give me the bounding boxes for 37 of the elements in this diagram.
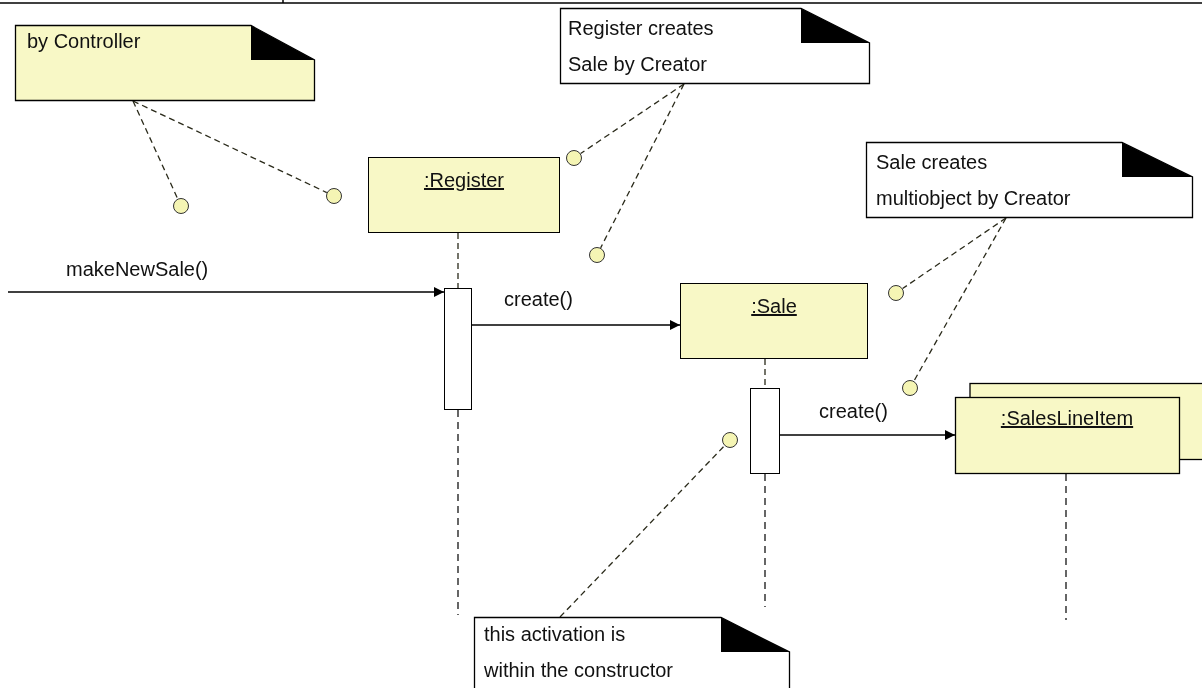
message-arrow (7, 287, 445, 297)
note (15, 25, 315, 101)
anchor-circle (326, 188, 342, 204)
note-text: this activation is within the constructor (484, 622, 674, 683)
leader-line (913, 217, 1007, 382)
leader-line (580, 83, 685, 155)
lifeline (457, 232, 459, 289)
anchor-circle (888, 285, 904, 301)
object-name: :SalesLineItem (999, 406, 1135, 431)
message-arrow (779, 430, 956, 440)
anchor-circle (722, 432, 738, 448)
object-name: :Register (423, 168, 505, 193)
anchor-circle (589, 247, 605, 263)
activation-bar (444, 288, 472, 410)
note-text: Sale creates multiobject by Creator (876, 150, 1072, 211)
note-text: by Controller (27, 29, 142, 54)
note (560, 8, 870, 84)
message-label: makeNewSale() (65, 258, 210, 280)
note (866, 142, 1193, 218)
message-label: create() (503, 288, 574, 310)
leader-line (132, 100, 328, 194)
object-name: :Sale (750, 294, 798, 319)
activation-bar (750, 388, 780, 474)
anchor-circle (173, 198, 189, 214)
leader-line (901, 217, 1007, 290)
multiobject-box (955, 383, 1202, 474)
object-box (368, 157, 560, 233)
anchor-circle (566, 150, 582, 166)
anchor-circle (902, 380, 918, 396)
note-text: Register creates Sale by Creator (568, 16, 715, 77)
message-label: create() (818, 400, 889, 422)
note (474, 617, 790, 688)
leader-line (559, 445, 726, 618)
leader-line (132, 100, 179, 200)
object-box (680, 283, 868, 359)
message-arrow (471, 320, 681, 330)
leader-line (600, 83, 685, 249)
